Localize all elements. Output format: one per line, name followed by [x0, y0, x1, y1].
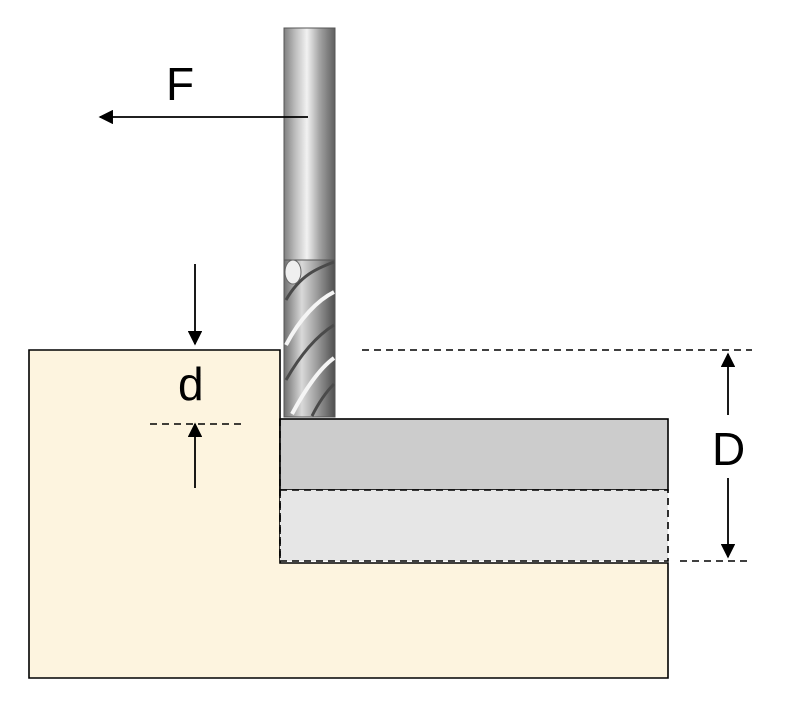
feed-label: F [166, 58, 194, 110]
flute-1 [284, 260, 335, 301]
flute-3 [284, 323, 335, 381]
flute-5 [310, 382, 336, 417]
total-depth-label: D [712, 423, 745, 475]
flute-2 [284, 290, 335, 346]
tool-shank [283, 27, 336, 261]
flute-4 [290, 356, 336, 415]
removed-pass-lower [279, 489, 669, 562]
end-mill-icon [283, 27, 336, 418]
removed-pass-upper [279, 418, 669, 491]
depth-label: d [178, 358, 204, 410]
flute-tip-highlight [284, 259, 302, 285]
